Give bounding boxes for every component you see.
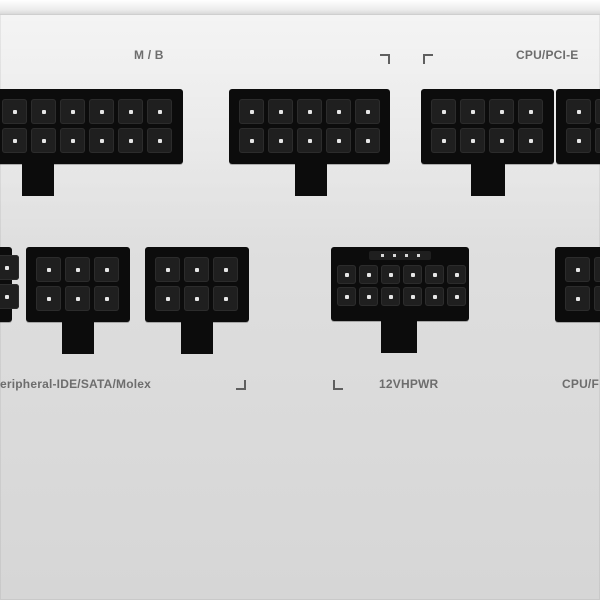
pin-socket bbox=[518, 128, 543, 153]
pin-socket bbox=[239, 99, 264, 124]
pin-socket bbox=[431, 128, 456, 153]
bracket-top-left-group bbox=[380, 54, 390, 64]
pin-socket bbox=[2, 99, 27, 124]
bracket-bottom-left-group bbox=[236, 380, 246, 390]
pin-socket bbox=[595, 99, 600, 124]
pin-socket bbox=[447, 265, 466, 284]
pin-socket bbox=[60, 99, 85, 124]
pin-socket bbox=[118, 128, 143, 153]
pin-socket bbox=[65, 286, 90, 311]
pin-socket bbox=[89, 99, 114, 124]
pin-socket bbox=[565, 257, 590, 282]
pin-socket bbox=[566, 128, 591, 153]
pin-socket bbox=[594, 286, 600, 311]
panel-top-edge bbox=[0, 0, 600, 15]
pin-socket bbox=[297, 128, 322, 153]
connector-latch bbox=[381, 319, 417, 353]
pin-socket bbox=[213, 286, 238, 311]
pin-socket bbox=[337, 287, 356, 306]
pin-socket bbox=[213, 257, 238, 282]
pin-socket bbox=[489, 99, 514, 124]
pin-socket bbox=[431, 99, 456, 124]
connector-latch bbox=[181, 320, 213, 354]
pin-socket bbox=[36, 257, 61, 282]
peripheral-label: eripheral-IDE/SATA/Molex bbox=[0, 377, 152, 391]
pin-socket bbox=[489, 128, 514, 153]
pin-socket bbox=[60, 128, 85, 153]
pin-socket bbox=[89, 128, 114, 153]
pin-socket bbox=[594, 257, 600, 282]
connector-mb-main bbox=[0, 89, 183, 164]
bracket-top-right-group bbox=[423, 54, 433, 64]
cpu-pcie-top-label: CPU/PCI-E bbox=[516, 48, 579, 62]
pin-socket bbox=[403, 287, 422, 306]
pin-socket bbox=[355, 99, 380, 124]
pin-socket bbox=[0, 284, 19, 309]
pin-socket bbox=[595, 128, 600, 153]
connector-latch bbox=[471, 162, 505, 196]
pin-socket bbox=[460, 99, 485, 124]
pin-socket bbox=[94, 257, 119, 282]
connector-latch bbox=[295, 162, 327, 196]
hpwr-label: 12VHPWR bbox=[379, 377, 439, 391]
pin-socket bbox=[268, 99, 293, 124]
pin-socket bbox=[297, 99, 322, 124]
pin-socket bbox=[2, 128, 27, 153]
pin-socket bbox=[337, 265, 356, 284]
pin-socket bbox=[239, 128, 264, 153]
pin-socket bbox=[118, 99, 143, 124]
pin-socket bbox=[184, 286, 209, 311]
pin-socket bbox=[268, 128, 293, 153]
bracket-bottom-right-group bbox=[333, 380, 343, 390]
connector-latch bbox=[62, 320, 94, 354]
pin-socket bbox=[155, 286, 180, 311]
connector-peripheral-3 bbox=[145, 247, 249, 322]
pin-socket bbox=[460, 128, 485, 153]
pin-socket bbox=[36, 286, 61, 311]
pin-socket bbox=[94, 286, 119, 311]
connector-hpwr bbox=[331, 247, 469, 321]
mb-label: M / B bbox=[134, 48, 164, 62]
pin-socket bbox=[147, 99, 172, 124]
pin-socket bbox=[326, 128, 351, 153]
pin-socket bbox=[355, 128, 380, 153]
pin-socket bbox=[381, 265, 400, 284]
pin-socket bbox=[359, 265, 378, 284]
connector-latch bbox=[22, 162, 54, 196]
connector-cpu-pcie-2-partial bbox=[556, 89, 600, 164]
pin-socket bbox=[403, 265, 422, 284]
pin-socket bbox=[425, 287, 444, 306]
connector-peripheral-1-partial bbox=[0, 247, 19, 322]
pin-socket bbox=[381, 287, 400, 306]
pin-socket bbox=[31, 128, 56, 153]
connector-cpu-bottom-partial bbox=[555, 247, 600, 322]
pin-socket bbox=[447, 287, 466, 306]
pin-socket bbox=[565, 286, 590, 311]
cpu-bottom-label: CPU/F bbox=[562, 377, 599, 391]
pin-socket bbox=[425, 265, 444, 284]
pin-socket bbox=[155, 257, 180, 282]
pin-socket bbox=[326, 99, 351, 124]
pin-socket bbox=[566, 99, 591, 124]
pin-socket bbox=[0, 255, 19, 280]
sense-pin-strip bbox=[369, 251, 431, 260]
connector-top-mid bbox=[229, 89, 390, 164]
pin-socket bbox=[518, 99, 543, 124]
pin-socket bbox=[359, 287, 378, 306]
connector-peripheral-2 bbox=[26, 247, 130, 322]
pin-socket bbox=[31, 99, 56, 124]
connector-cpu-pcie-1 bbox=[421, 89, 554, 164]
pin-socket bbox=[147, 128, 172, 153]
pin-socket bbox=[184, 257, 209, 282]
pin-socket bbox=[65, 257, 90, 282]
